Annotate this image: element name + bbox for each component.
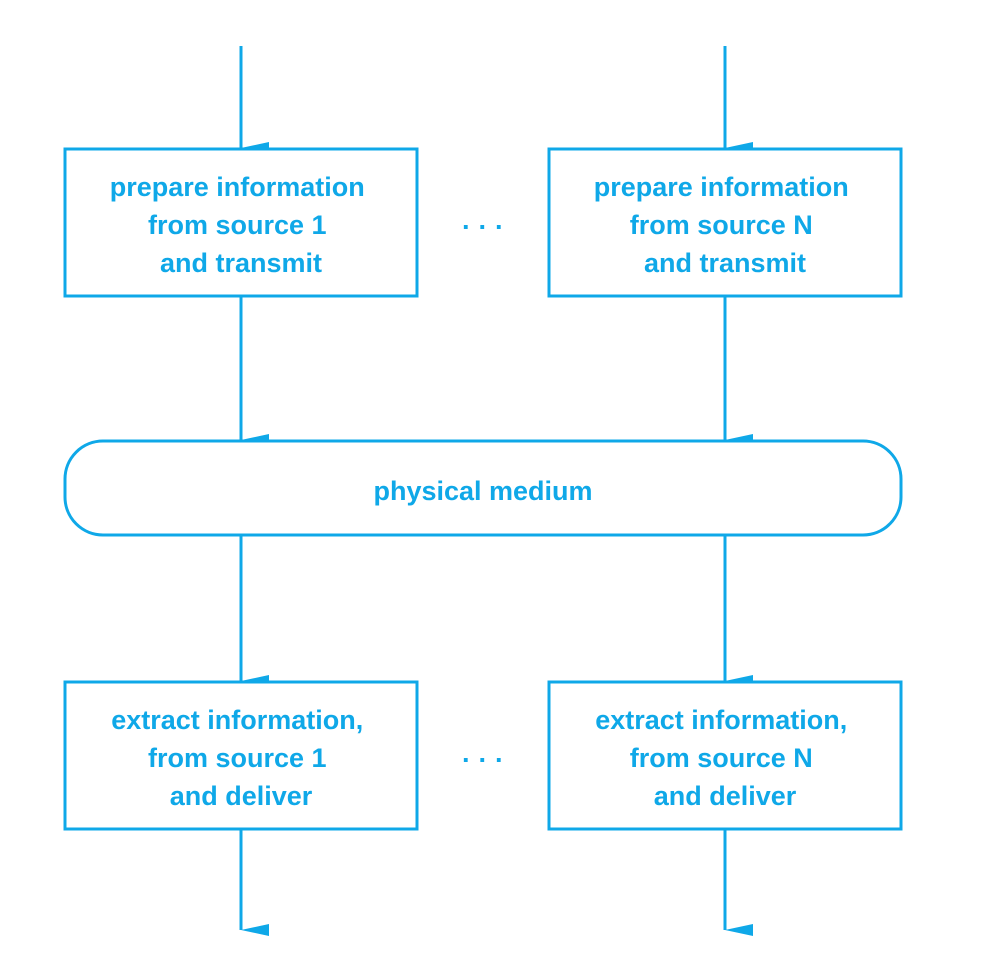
physical-medium: physical medium: [63, 439, 903, 537]
ellipsis-bottom: · · ·: [462, 745, 504, 775]
extract-box-source-1: extract information, from source 1 and d…: [63, 680, 419, 831]
extract-n-line-1: extract information,: [595, 705, 847, 735]
extract-1-line-3: and deliver: [170, 781, 313, 811]
svg-text:extract information, fro: extract information, from source N and d…: [595, 705, 855, 811]
svg-text:prepare information from: prepare information from source 1 and tr…: [110, 172, 373, 278]
prepare-box-source-n: prepare information from source N and tr…: [547, 147, 903, 298]
prepare-1-line-1: prepare information: [110, 172, 365, 202]
prepare-1-line-3: and transmit: [160, 248, 322, 278]
extract-n-line-3: and deliver: [654, 781, 797, 811]
svg-text:prepare information from: prepare information from source N and tr…: [594, 172, 857, 278]
extract-n-line-2: from source N: [630, 743, 813, 773]
prepare-box-source-1: prepare information from source 1 and tr…: [63, 147, 419, 298]
svg-text:extract information, fro: extract information, from source 1 and d…: [111, 705, 371, 811]
prepare-1-line-2: from source 1: [148, 210, 327, 240]
physical-medium-label: physical medium: [373, 476, 592, 506]
extract-1-line-2: from source 1: [148, 743, 327, 773]
extract-box-source-n: extract information, from source N and d…: [547, 680, 903, 831]
prepare-n-line-2: from source N: [630, 210, 813, 240]
extract-1-line-1: extract information,: [111, 705, 363, 735]
prepare-n-line-3: and transmit: [644, 248, 806, 278]
prepare-n-line-1: prepare information: [594, 172, 849, 202]
ellipsis-top: · · ·: [462, 212, 504, 242]
